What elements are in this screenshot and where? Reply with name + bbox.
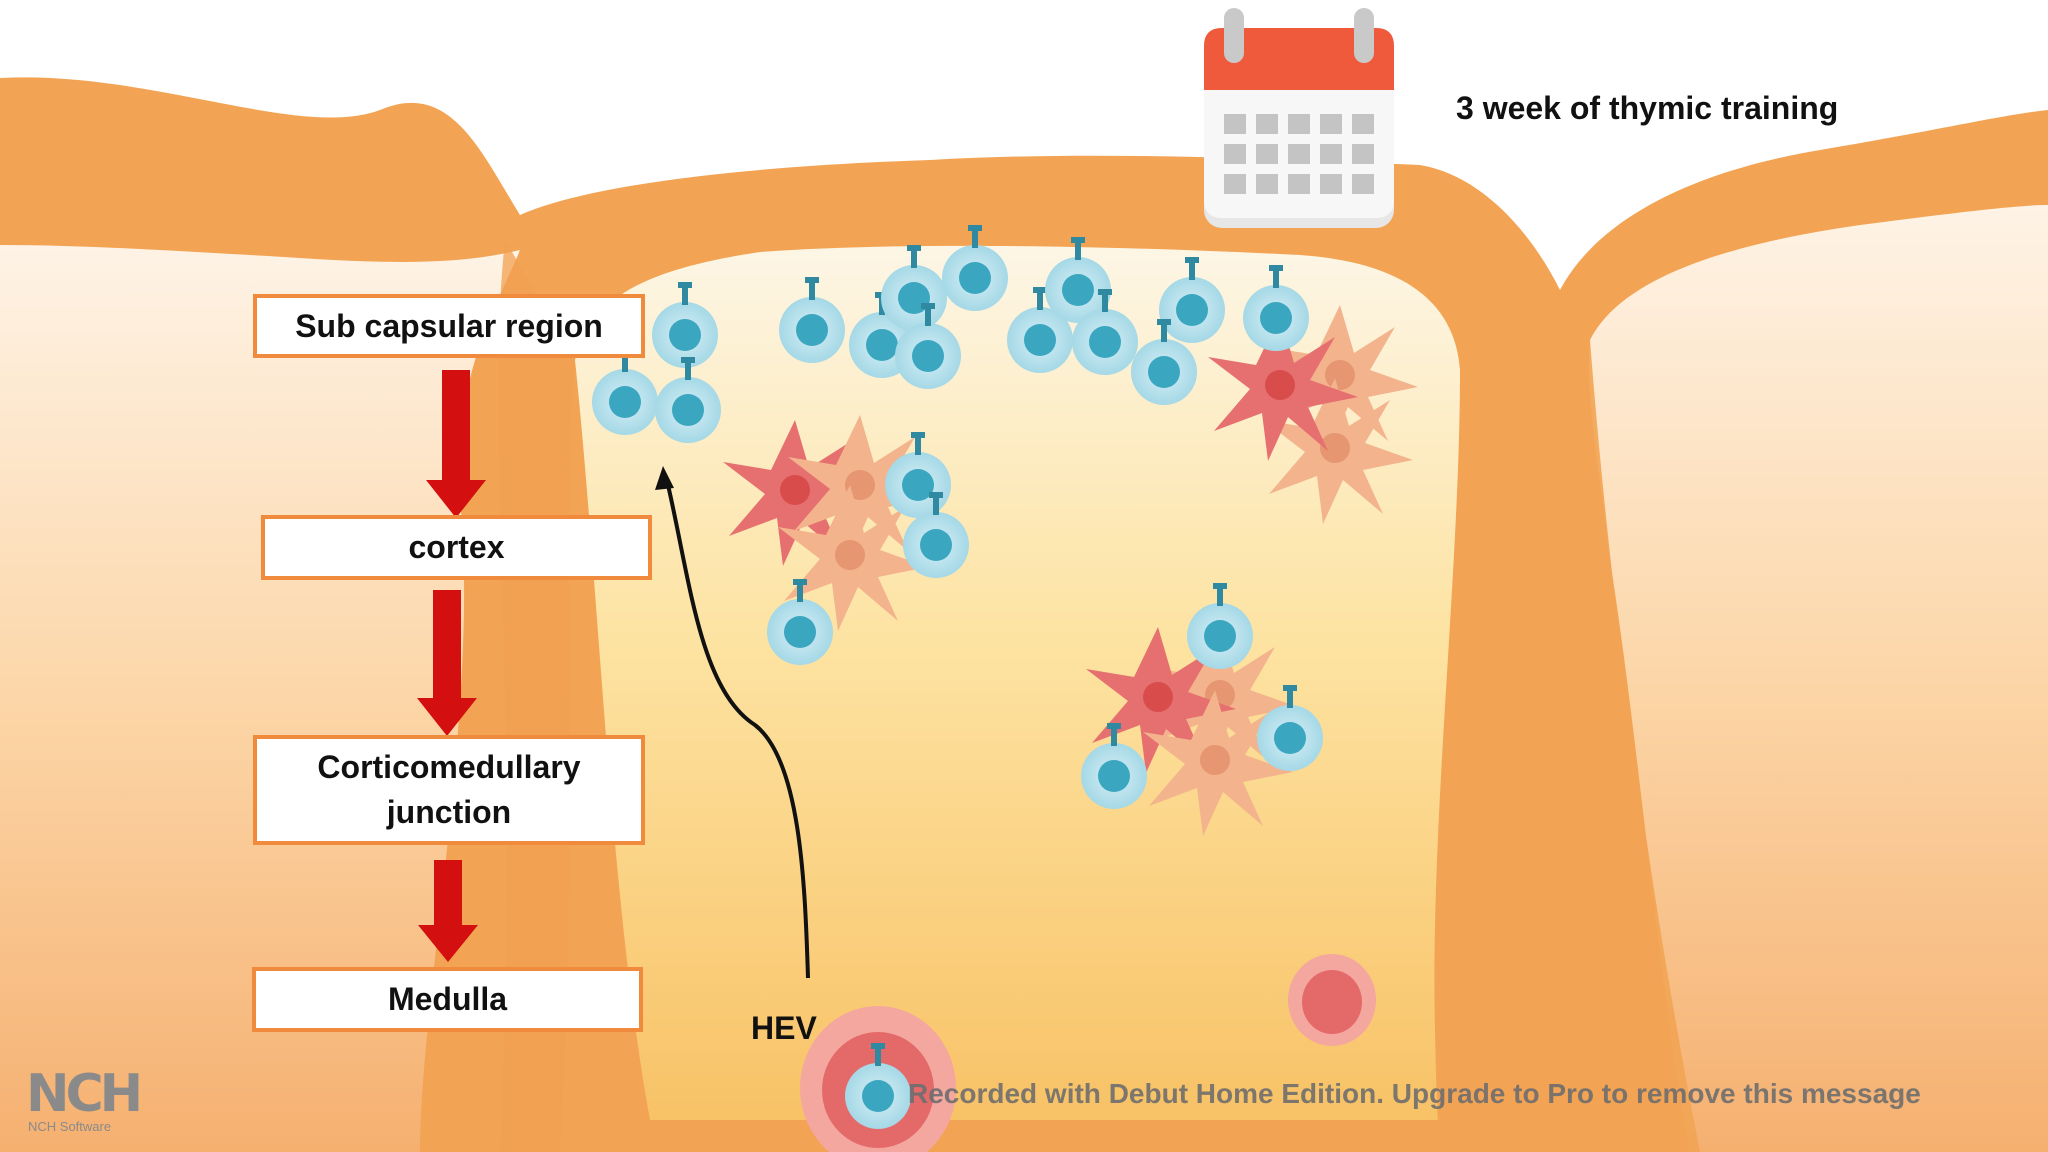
stage-cortex: cortex: [261, 515, 652, 580]
blood-vessel-icon: [800, 1006, 956, 1152]
flow-arrow: [418, 860, 478, 962]
logo-caption: NCH Software: [28, 1119, 112, 1134]
blood-vessel-icon: [1288, 954, 1376, 1046]
nch-logo: NCH NCH Software: [26, 1064, 143, 1134]
calendar-icon: [1204, 8, 1394, 228]
stage-medulla: Medulla: [252, 967, 643, 1032]
flow-arrow: [417, 590, 477, 736]
flow-arrow: [426, 370, 486, 518]
stage-subcapsular: Sub capsular region: [253, 294, 645, 358]
migration-arrow-head: [655, 466, 674, 490]
diagram-title: 3 week of thymic training: [1456, 90, 1839, 126]
stage-corticomedullary-junction: Corticomedullary junction: [253, 735, 645, 845]
hev-label: HEV: [751, 1010, 817, 1046]
logo-mark: NCH: [26, 1064, 143, 1124]
migration-arrow: [666, 484, 810, 979]
recording-watermark: Recorded with Debut Home Edition. Upgrad…: [908, 1078, 1921, 1109]
